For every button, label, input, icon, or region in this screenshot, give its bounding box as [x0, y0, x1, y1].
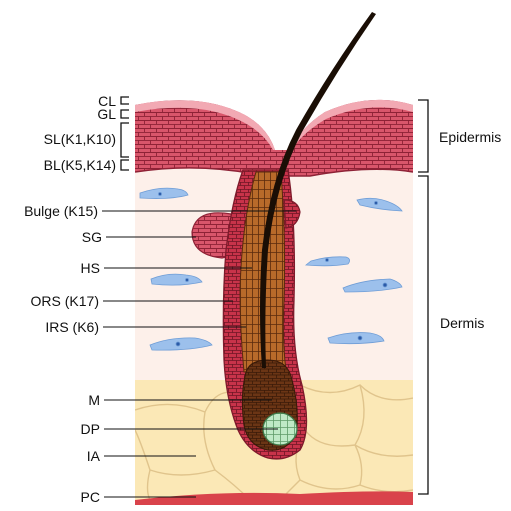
label-hs: HS — [4, 260, 100, 276]
label-pc: PC — [4, 489, 100, 505]
label-sl: SL(K1,K10) — [4, 131, 116, 147]
dermis-bracket — [418, 176, 428, 494]
epidermis-bracket — [418, 100, 428, 172]
label-epidermis: Epidermis — [439, 129, 501, 145]
label-bl: BL(K5,K14) — [4, 157, 116, 173]
region-brackets — [418, 100, 428, 494]
label-ia: IA — [4, 448, 100, 464]
label-dp: DP — [4, 421, 100, 437]
label-dermis: Dermis — [440, 315, 484, 331]
epidermis-layer — [135, 100, 413, 176]
label-m: M — [4, 392, 100, 408]
label-ors: ORS (K17) — [4, 293, 99, 309]
label-sg: SG — [4, 229, 102, 245]
label-irs: IRS (K6) — [4, 319, 99, 335]
label-gl: GL — [60, 106, 116, 122]
layer-brackets — [121, 97, 129, 170]
label-bulge: Bulge (K15) — [4, 203, 98, 219]
